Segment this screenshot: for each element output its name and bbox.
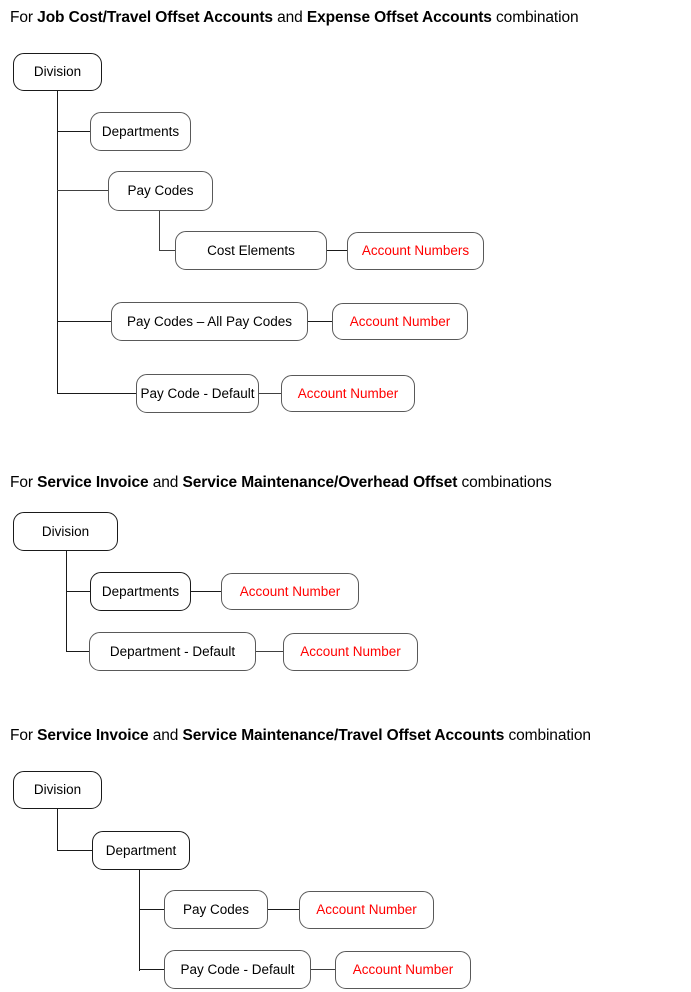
node-account-number-departments-2[interactable]: Account Number (221, 573, 359, 610)
node-department-default-2[interactable]: Department - Default (89, 632, 256, 671)
heading-bold-service-maintenance-travel: Service Maintenance/Travel Offset Accoun… (182, 727, 505, 744)
connector-departmentdefault-accountnumber-2 (256, 651, 283, 653)
node-account-number-all-pay-codes[interactable]: Account Number (332, 303, 468, 340)
connector-branch-pay-codes (57, 190, 109, 192)
connector-trunk-division-2 (66, 550, 68, 652)
connector-costelements-accountnumbers (327, 250, 348, 252)
heading-mid: and (272, 9, 307, 26)
node-pay-codes-3[interactable]: Pay Codes (164, 890, 268, 929)
node-account-number-pay-code-default[interactable]: Account Number (281, 375, 415, 412)
node-cost-elements[interactable]: Cost Elements (175, 231, 327, 270)
connector-paycodedefault-accountnumber (259, 393, 281, 395)
node-department-3[interactable]: Department (92, 831, 190, 870)
heading-bold-service-invoice-3: Service Invoice (37, 727, 149, 744)
connector-branch-pay-codes-3 (139, 909, 165, 911)
connector-paycodes-costelements-vertical (159, 210, 161, 251)
heading-prefix: For (10, 9, 38, 26)
heading-mid: and (148, 727, 183, 744)
connector-branch-department-default-2 (66, 651, 91, 653)
section-heading-service-travel: For Service Invoice and Service Maintena… (10, 726, 591, 746)
node-pay-code-default[interactable]: Pay Code - Default (136, 374, 259, 413)
heading-prefix: For (10, 474, 38, 491)
connector-branch-departments (57, 131, 91, 133)
heading-bold-service-maintenance-overhead: Service Maintenance/Overhead Offset (182, 474, 458, 491)
connector-trunk-department-3 (139, 869, 141, 971)
heading-prefix: For (10, 727, 38, 744)
connector-trunk-division-3 (57, 809, 59, 851)
section-heading-service-overhead: For Service Invoice and Service Maintena… (10, 473, 552, 493)
connector-paycodesall-accountnumber (308, 321, 333, 323)
connector-branch-pay-code-default-3 (139, 969, 165, 971)
node-departments[interactable]: Departments (90, 112, 191, 151)
node-account-numbers[interactable]: Account Numbers (347, 232, 484, 270)
node-pay-codes-all-pay-codes[interactable]: Pay Codes – All Pay Codes (111, 302, 308, 341)
node-division[interactable]: Division (13, 53, 102, 91)
heading-bold-expense-offset: Expense Offset Accounts (306, 9, 492, 26)
connector-trunk-division (57, 90, 59, 394)
connector-paycodes-accountnumber-3 (267, 909, 299, 911)
node-departments-2[interactable]: Departments (90, 572, 191, 611)
connector-branch-departments-2 (66, 591, 91, 593)
node-division-2[interactable]: Division (13, 512, 118, 551)
connector-branch-department-3 (57, 850, 93, 852)
heading-bold-service-invoice: Service Invoice (37, 474, 149, 491)
node-account-number-pay-codes-3[interactable]: Account Number (299, 891, 434, 929)
node-pay-code-default-3[interactable]: Pay Code - Default (164, 950, 311, 989)
connector-paycodedefault-accountnumber-3 (311, 969, 335, 971)
heading-mid: and (148, 474, 183, 491)
connector-branch-pay-codes-all (57, 321, 112, 323)
heading-bold-job-cost-travel: Job Cost/Travel Offset Accounts (37, 9, 273, 26)
connector-branch-pay-code-default (57, 393, 137, 395)
connector-departments-accountnumber-2 (190, 591, 222, 593)
node-account-number-department-default-2[interactable]: Account Number (283, 633, 418, 671)
heading-suffix: combination (504, 727, 591, 744)
node-pay-codes[interactable]: Pay Codes (108, 171, 213, 211)
section-heading-job-cost: For Job Cost/Travel Offset Accounts and … (10, 8, 579, 28)
node-division-3[interactable]: Division (13, 771, 102, 809)
connector-paycodes-costelements-horizontal (159, 250, 176, 252)
heading-suffix: combinations (457, 474, 552, 491)
node-account-number-pay-code-default-3[interactable]: Account Number (335, 951, 471, 989)
heading-suffix: combination (491, 9, 579, 26)
